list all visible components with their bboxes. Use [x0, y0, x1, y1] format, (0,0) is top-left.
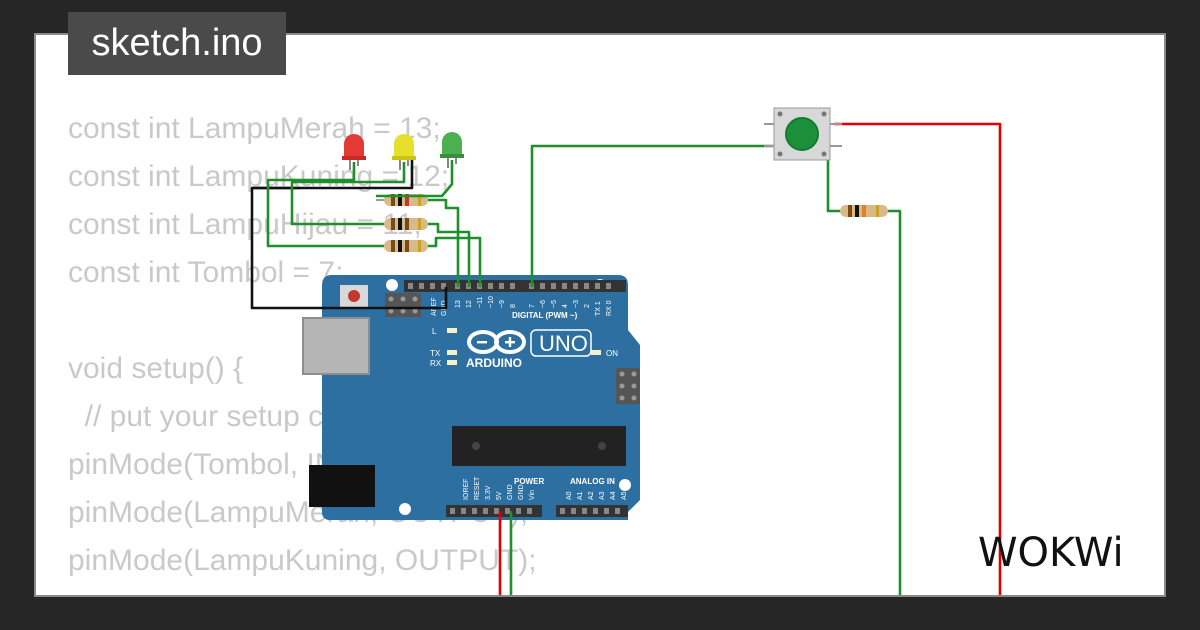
pin-label-a2: A2: [588, 491, 595, 500]
wire-led-green[interactable]: [376, 160, 454, 198]
pin-label-2: 2: [584, 304, 591, 308]
led-on: [591, 350, 601, 355]
wire-5v-button[interactable]: [834, 122, 1002, 600]
pin-label-12: 12: [466, 300, 473, 308]
pin-label-reset: RESET: [474, 476, 481, 500]
uno-badge: [530, 329, 592, 357]
icsp-header: [385, 293, 421, 317]
pin-label-7: 7: [529, 304, 536, 308]
power-label: POWER: [514, 477, 544, 486]
pin-label-5v: 5V: [496, 491, 503, 500]
pushbutton[interactable]: [764, 107, 842, 161]
arduino-logo: [467, 330, 526, 354]
power-jack: [309, 465, 375, 507]
resistor-led-yellow[interactable]: [376, 218, 432, 230]
mount-hole: [399, 503, 411, 515]
pin-label-3v3: 3.3V: [485, 485, 492, 500]
led-on-label: ON: [606, 349, 618, 358]
led-red[interactable]: [342, 134, 366, 170]
file-tab[interactable]: sketch.ino: [68, 12, 286, 75]
led-green[interactable]: [440, 132, 464, 168]
wire-resistor-gnd[interactable]: [884, 209, 902, 600]
wire-led-red-cathode[interactable]: [266, 162, 384, 248]
analog-label: ANALOG IN: [570, 477, 615, 486]
wire-led-yellow[interactable]: [290, 162, 406, 226]
pin-label-a1: A1: [577, 491, 584, 500]
pin-label-10: ~10: [488, 296, 495, 308]
wire-pin-7[interactable]: [530, 144, 776, 287]
reset-button-cap[interactable]: [348, 290, 360, 302]
resistor-led-green[interactable]: [376, 240, 432, 252]
wire-ground[interactable]: [250, 160, 448, 310]
pin-label-rx: RX 0: [606, 300, 613, 316]
code-line: void setup() {: [68, 352, 244, 385]
mount-hole: [386, 279, 398, 291]
wire-pin-12[interactable]: [428, 222, 471, 287]
code-line: pinMode(LampuHijau, OUTPUT);: [68, 585, 617, 595]
code-line: pinMode(LampuKuning, OUTPUT);: [68, 544, 537, 577]
board-logo-text: ARDUINO: [466, 356, 522, 370]
wokwi-logo-text: WOKWi: [978, 530, 1124, 576]
mount-hole: [619, 479, 631, 491]
pin-label-4: 4: [562, 304, 569, 308]
pin-label-a3: A3: [599, 491, 606, 500]
pin-label-tx: TX 1: [595, 301, 602, 316]
board-model: UNO: [539, 331, 588, 356]
bottom-header-pins: [450, 508, 620, 514]
wire-pin-11[interactable]: [428, 236, 482, 287]
pin-label-ioref: IOREF: [463, 479, 470, 500]
led-tx-label: TX: [430, 349, 441, 358]
digital-label: DIGITAL (PWM ~): [512, 311, 578, 320]
pin-label-3: ~3: [573, 300, 580, 308]
led-yellow[interactable]: [392, 134, 416, 170]
pin-label-5: ~5: [551, 300, 558, 308]
atmega-chip: [452, 426, 626, 466]
pin-label-aref: AREF: [431, 297, 438, 316]
pin-label-gnd1: GND: [507, 484, 514, 500]
led-l: [447, 328, 457, 333]
usb-port: [302, 317, 370, 375]
pin-label-9: ~9: [499, 300, 506, 308]
code-line: const int LampuMerah = 13;: [68, 112, 441, 145]
led-tx: [447, 350, 457, 355]
led-rx-label: RX: [430, 359, 442, 368]
wire-button-resistor[interactable]: [826, 144, 842, 213]
wokwi-logo: WOKWi: [978, 530, 1124, 576]
pin-label-a0: A0: [566, 491, 573, 500]
led-rx: [447, 360, 457, 365]
code-line: const int LampuKuning = 12;: [68, 160, 450, 193]
resistor-pulldown[interactable]: [840, 205, 888, 217]
arduino-uno-board[interactable]: AREF GND 13 12 ~11 ~10 ~9 8 7 ~6 ~5 4 ~3…: [302, 275, 640, 520]
pin-label-8: 8: [510, 304, 517, 308]
wire-pin-13[interactable]: [428, 198, 460, 287]
pin-label-gnd2: GND: [518, 484, 525, 500]
pin-label-11: ~11: [477, 297, 484, 308]
pin-label-13: 13: [455, 300, 462, 308]
icsp2-header: [616, 368, 640, 404]
pin-label-6: ~6: [540, 300, 547, 308]
code-line: const int Tombol = 7;: [68, 256, 344, 289]
pin-label-a5: A5: [621, 491, 628, 500]
pushbutton-cap[interactable]: [785, 117, 819, 151]
pin-label-vin: Vin: [529, 490, 536, 500]
led-l-label: L: [432, 327, 437, 336]
pin-label-a4: A4: [610, 491, 617, 500]
